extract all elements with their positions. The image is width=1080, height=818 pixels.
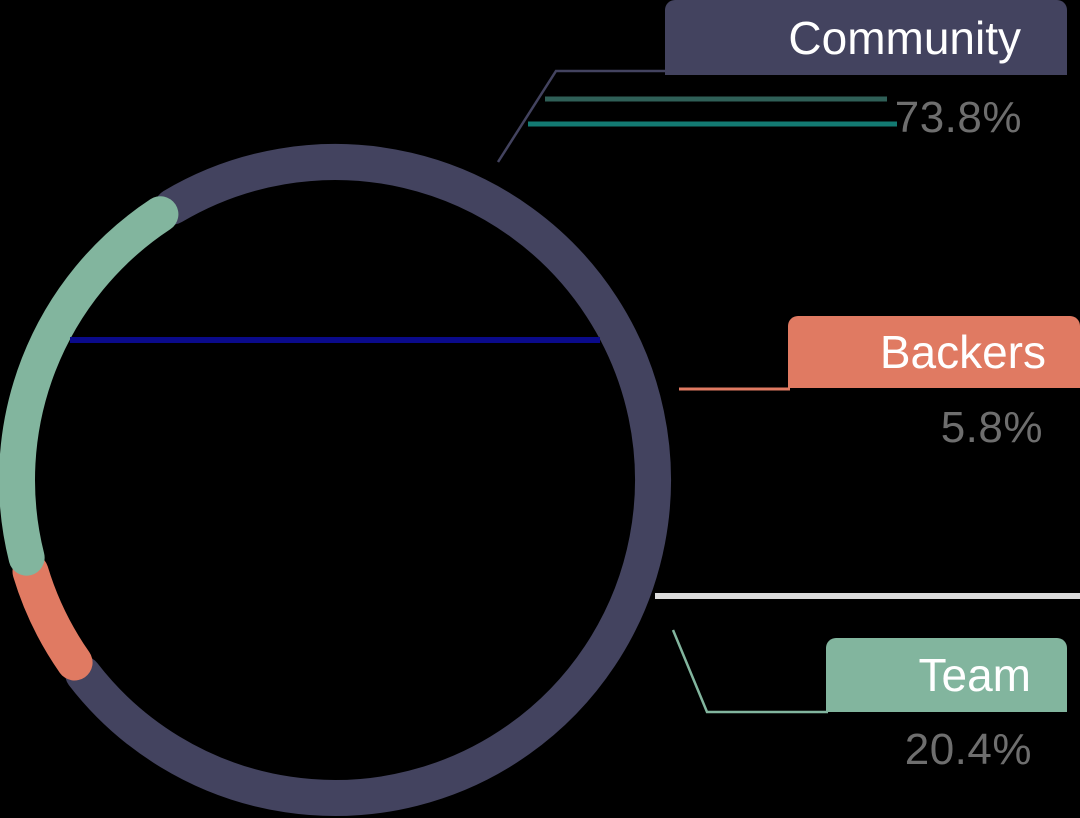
label-backers: Backers (788, 316, 1080, 388)
percent-community: 73.8% (894, 93, 1022, 142)
callout-community (496, 69, 667, 163)
percent-backers: 5.8% (940, 403, 1043, 452)
label-team: Team (826, 638, 1067, 712)
callout-team (671, 629, 828, 714)
label-community: Community (665, 0, 1067, 75)
ring-slice-team (0, 196, 179, 576)
donut-ring (0, 144, 671, 816)
percent-team: 20.4% (904, 725, 1032, 774)
ring-slice-community (65, 144, 671, 816)
callout-lines (496, 69, 1080, 714)
ring-slice-backers (12, 553, 93, 681)
